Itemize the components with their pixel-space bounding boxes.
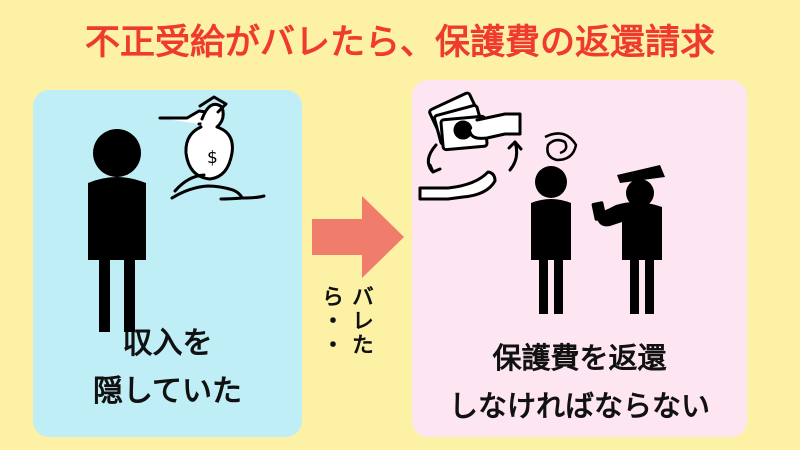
caught-caption: バレたら・・	[318, 285, 373, 357]
dollar-sign: $	[207, 148, 218, 168]
money-bag-handover-icon: $	[158, 95, 266, 201]
arrow-shape	[312, 196, 404, 278]
arrow-right-svg	[312, 196, 404, 278]
page-title: 不正受給がバレたら、保護費の返還請求	[84, 23, 715, 63]
right-panel-caption: 保護費を返還 しなければならない	[412, 334, 747, 430]
cash-exchange-icon	[418, 91, 523, 201]
left-caption-line-2: 隠していた	[92, 374, 243, 409]
right-caption-line-2: しなければならない	[448, 389, 710, 423]
left-panel: 収入を 隠していた	[33, 90, 302, 437]
right-caption-line-1: 保護費を返還	[492, 341, 667, 375]
person-icon	[88, 129, 146, 332]
left-caption-line-1: 収入を	[122, 326, 213, 361]
left-panel-caption: 収入を 隠していた	[33, 320, 302, 416]
arrow-right-icon	[312, 190, 407, 285]
confused-person-icon	[531, 132, 578, 314]
officer-icon	[591, 165, 665, 314]
